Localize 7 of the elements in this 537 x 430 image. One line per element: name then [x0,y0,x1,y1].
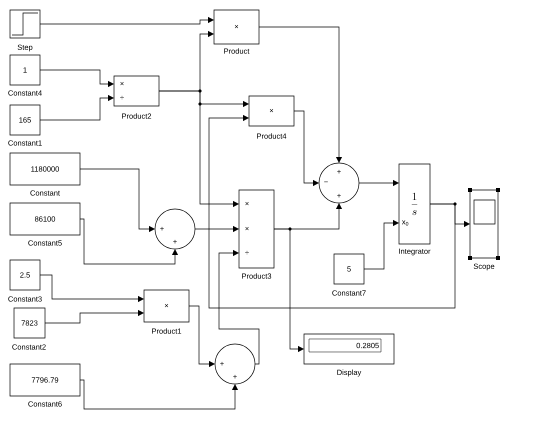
connector [258,26,342,163]
connector [218,250,260,364]
connector [40,16,214,24]
connector [364,220,399,270]
connector [44,310,144,324]
connector [208,114,456,308]
connector [40,94,114,120]
